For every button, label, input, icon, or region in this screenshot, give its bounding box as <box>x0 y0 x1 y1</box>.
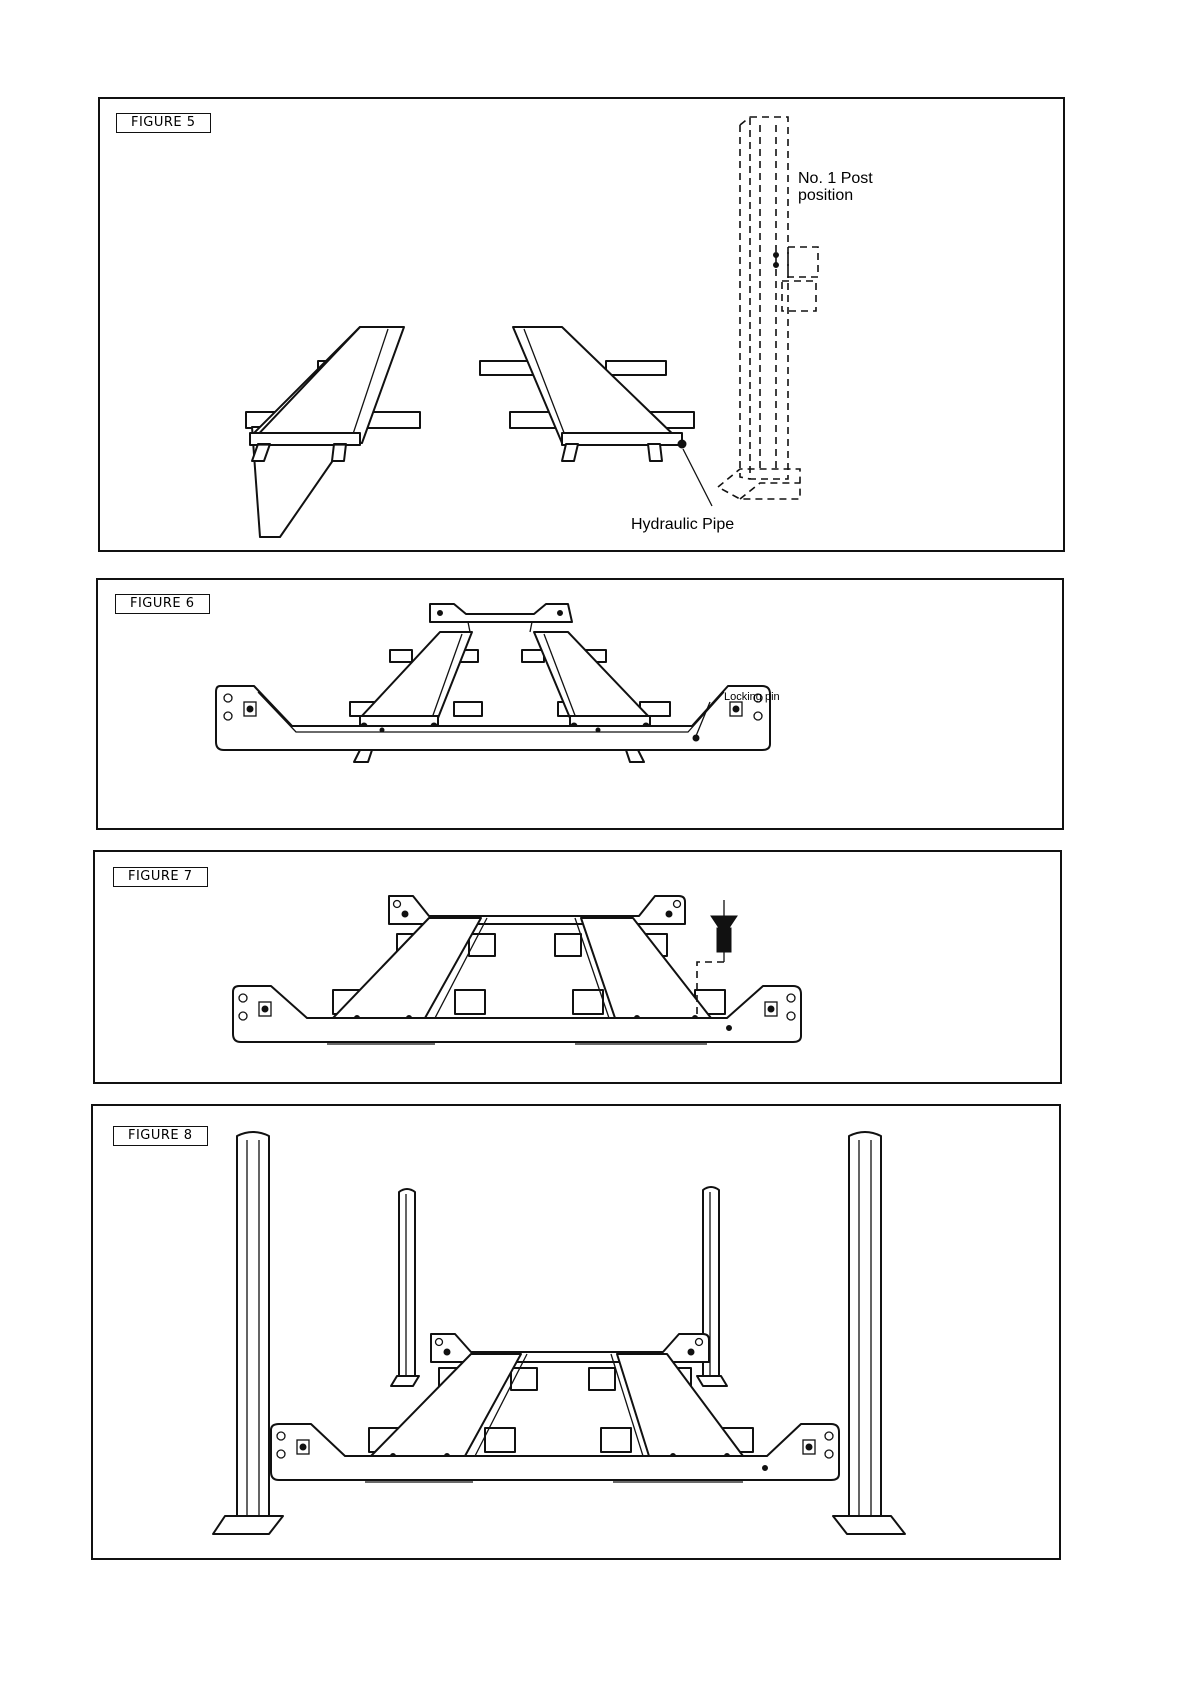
post-rear-left <box>391 1189 419 1386</box>
hydraulic-pipe-leader <box>683 449 712 506</box>
left-runway <box>246 327 420 537</box>
cross-tube <box>589 1368 615 1390</box>
post-position-note: No. 1 Post position <box>798 171 888 205</box>
figure-5-panel: FIGURE 5 <box>98 97 1065 552</box>
rear-crossbeam <box>430 604 572 632</box>
left-runway <box>350 632 482 729</box>
figure-8-panel: FIGURE 8 <box>91 1104 1061 1560</box>
figure-7-illustration <box>95 852 1060 1082</box>
locking-pin-note: Locking pin <box>724 692 780 704</box>
figure-7-panel: FIGURE 7 <box>93 850 1062 1084</box>
right-runway <box>480 327 694 461</box>
cross-tube <box>601 1428 631 1452</box>
cross-tube <box>455 990 485 1014</box>
figure-8-illustration <box>93 1106 1059 1558</box>
figure-6-panel: FIGURE 6 <box>96 578 1064 830</box>
right-runway <box>522 632 670 729</box>
post-front-right <box>833 1132 905 1534</box>
figure-5-illustration <box>100 99 1063 550</box>
front-crossbeam <box>216 686 770 762</box>
figure-6-illustration <box>98 580 1062 828</box>
hydraulic-pipe-note: Hydraulic Pipe <box>631 517 734 534</box>
cross-tube <box>485 1428 515 1452</box>
cross-tube <box>555 934 581 956</box>
cross-tube <box>573 990 603 1014</box>
